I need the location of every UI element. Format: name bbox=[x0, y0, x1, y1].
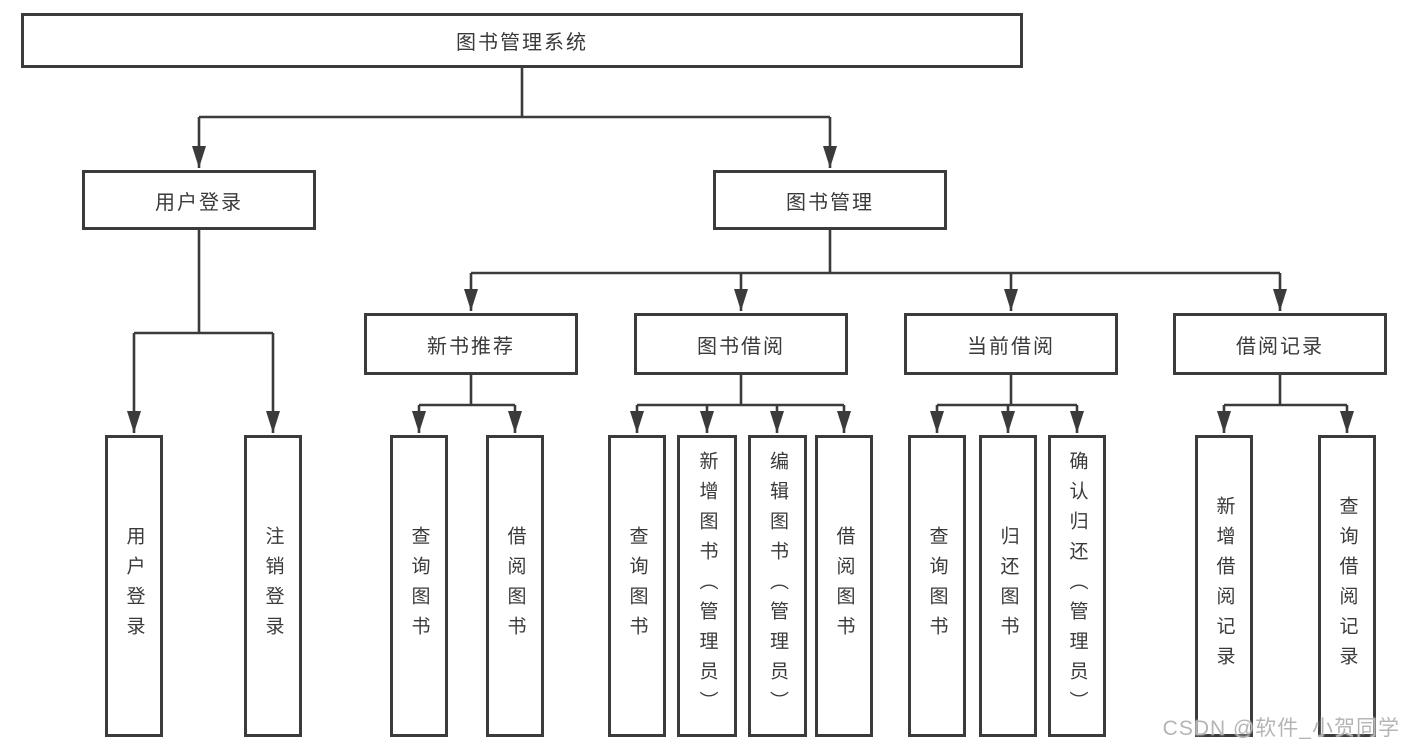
connector-borrow-records-trunk bbox=[1224, 375, 1347, 407]
node-leaf-rec-query-books: 查询图书 bbox=[390, 435, 448, 737]
node-leaf-user-login: 用户登录 bbox=[105, 435, 163, 737]
node-leaf-br-query-record: 查询借阅记录 bbox=[1318, 435, 1376, 737]
csdn-watermark: CSDN @软件_小贺同学 bbox=[1162, 717, 1400, 740]
node-leaf-rec-borrow-books: 借阅图书 bbox=[486, 435, 544, 737]
node-book-borrow: 图书借阅 bbox=[634, 313, 848, 375]
connector-new-book-rec-trunk bbox=[419, 375, 515, 407]
node-leaf-cb-return-books: 归还图书 bbox=[979, 435, 1037, 737]
node-current-borrow: 当前借阅 bbox=[904, 313, 1118, 375]
node-user-login: 用户登录 bbox=[82, 170, 316, 230]
node-borrow-records: 借阅记录 bbox=[1173, 313, 1387, 375]
node-book-mgmt: 图书管理 bbox=[713, 170, 947, 230]
connector-current-borrow-trunk bbox=[937, 375, 1077, 407]
connector-book-mgmt-trunk bbox=[471, 230, 1280, 275]
node-leaf-bb-add-books: 新增图书（管理员） bbox=[677, 435, 737, 737]
node-leaf-bb-borrow-books: 借阅图书 bbox=[815, 435, 873, 737]
connector-root-trunk bbox=[199, 68, 830, 119]
node-leaf-cb-query-books: 查询图书 bbox=[908, 435, 966, 737]
node-leaf-logout: 注销登录 bbox=[244, 435, 302, 737]
node-new-book-rec: 新书推荐 bbox=[364, 313, 578, 375]
node-leaf-cb-confirm-return: 确认归还（管理员） bbox=[1048, 435, 1106, 737]
node-root: 图书管理系统 bbox=[21, 13, 1023, 68]
node-leaf-br-add-record: 新增借阅记录 bbox=[1195, 435, 1253, 737]
connector-book-borrow-trunk bbox=[637, 375, 844, 407]
node-leaf-bb-query-books: 查询图书 bbox=[608, 435, 666, 737]
node-leaf-bb-edit-books: 编辑图书（管理员） bbox=[748, 435, 807, 737]
connector-user-login-trunk bbox=[134, 230, 273, 335]
